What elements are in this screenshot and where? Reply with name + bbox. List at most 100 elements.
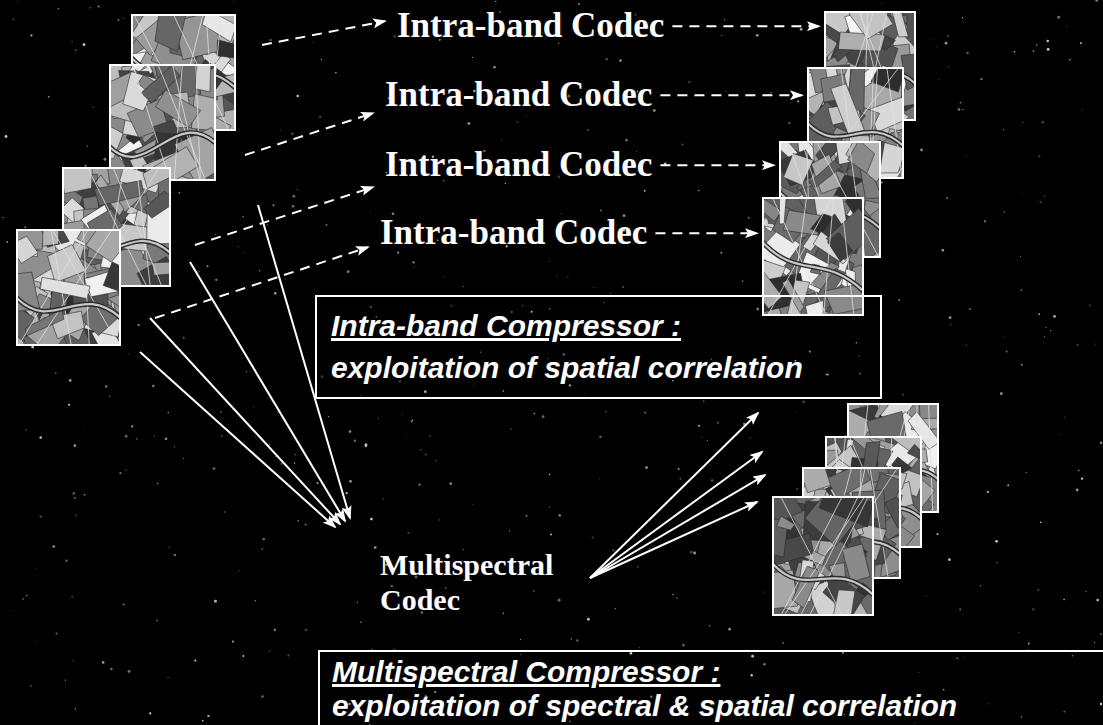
star bbox=[962, 109, 963, 110]
field-parcel bbox=[63, 168, 93, 194]
field-parcel bbox=[871, 68, 903, 92]
star bbox=[183, 458, 184, 459]
star bbox=[969, 308, 971, 310]
star bbox=[644, 412, 646, 414]
star bbox=[72, 660, 73, 661]
star bbox=[1064, 417, 1065, 418]
star bbox=[125, 469, 126, 470]
field-parcel bbox=[803, 468, 831, 493]
star bbox=[328, 416, 329, 417]
star bbox=[1007, 484, 1009, 486]
star bbox=[429, 436, 430, 437]
star bbox=[281, 463, 282, 464]
star bbox=[1046, 40, 1049, 43]
star bbox=[584, 393, 585, 394]
star bbox=[197, 270, 200, 273]
arrow-layer bbox=[140, 21, 819, 578]
star bbox=[255, 436, 257, 438]
field-parcel bbox=[819, 497, 873, 527]
star bbox=[526, 515, 528, 517]
star bbox=[1096, 599, 1099, 602]
star bbox=[316, 482, 318, 484]
star bbox=[1020, 289, 1022, 291]
star bbox=[294, 454, 296, 456]
star bbox=[856, 342, 857, 343]
star bbox=[748, 217, 750, 219]
star bbox=[510, 428, 512, 430]
star bbox=[472, 57, 473, 58]
star bbox=[168, 547, 169, 548]
star bbox=[932, 38, 934, 40]
star bbox=[749, 437, 751, 439]
star bbox=[206, 265, 208, 267]
star bbox=[297, 189, 298, 190]
star bbox=[57, 8, 59, 10]
box-heading: Intra-band Compressor : bbox=[331, 305, 681, 347]
star bbox=[750, 674, 752, 676]
star bbox=[630, 652, 633, 655]
compressor-box: Multispectral Compressor :exploitation o… bbox=[318, 650, 1103, 725]
star bbox=[55, 632, 57, 634]
star bbox=[292, 195, 295, 198]
star bbox=[274, 629, 276, 631]
star bbox=[125, 435, 128, 438]
star bbox=[243, 252, 244, 253]
star bbox=[724, 19, 725, 20]
star bbox=[920, 148, 923, 151]
field-parcel bbox=[809, 160, 842, 187]
star bbox=[522, 305, 523, 306]
star bbox=[370, 306, 372, 308]
star bbox=[558, 599, 561, 602]
star bbox=[215, 234, 216, 235]
star bbox=[261, 548, 263, 550]
star bbox=[1100, 633, 1102, 635]
star bbox=[842, 652, 844, 654]
star bbox=[357, 602, 358, 603]
star bbox=[369, 211, 371, 213]
satellite-image bbox=[750, 474, 894, 633]
star bbox=[690, 551, 693, 554]
star bbox=[960, 102, 962, 104]
image-content bbox=[110, 65, 215, 180]
solid-arrow bbox=[590, 475, 765, 578]
star bbox=[473, 385, 474, 386]
star bbox=[407, 532, 409, 534]
field-parcel bbox=[831, 590, 855, 615]
star bbox=[800, 28, 803, 31]
star bbox=[75, 514, 77, 516]
road-line bbox=[781, 497, 842, 615]
star bbox=[958, 108, 961, 111]
star bbox=[966, 51, 969, 54]
field-parcel bbox=[43, 230, 59, 246]
star bbox=[72, 492, 75, 495]
star bbox=[272, 204, 274, 206]
road-line bbox=[929, 404, 933, 512]
star bbox=[411, 420, 413, 422]
star bbox=[942, 249, 945, 252]
star bbox=[262, 538, 265, 541]
star bbox=[1032, 608, 1035, 611]
star bbox=[1072, 655, 1074, 657]
star bbox=[980, 78, 983, 81]
star bbox=[945, 42, 948, 45]
star bbox=[261, 695, 264, 698]
star bbox=[947, 35, 948, 36]
star bbox=[938, 79, 940, 81]
star bbox=[711, 479, 714, 482]
star bbox=[1047, 48, 1050, 51]
star bbox=[1028, 643, 1030, 645]
star bbox=[1081, 109, 1082, 110]
star bbox=[1041, 121, 1044, 124]
star bbox=[349, 480, 352, 483]
star bbox=[653, 109, 656, 112]
star bbox=[305, 629, 308, 632]
image-frame bbox=[763, 198, 863, 315]
image-frame bbox=[773, 497, 873, 615]
road-line bbox=[824, 198, 834, 315]
field-parcel bbox=[907, 444, 921, 460]
star bbox=[393, 35, 395, 37]
star bbox=[280, 129, 282, 131]
star bbox=[936, 46, 937, 47]
star bbox=[31, 346, 34, 349]
